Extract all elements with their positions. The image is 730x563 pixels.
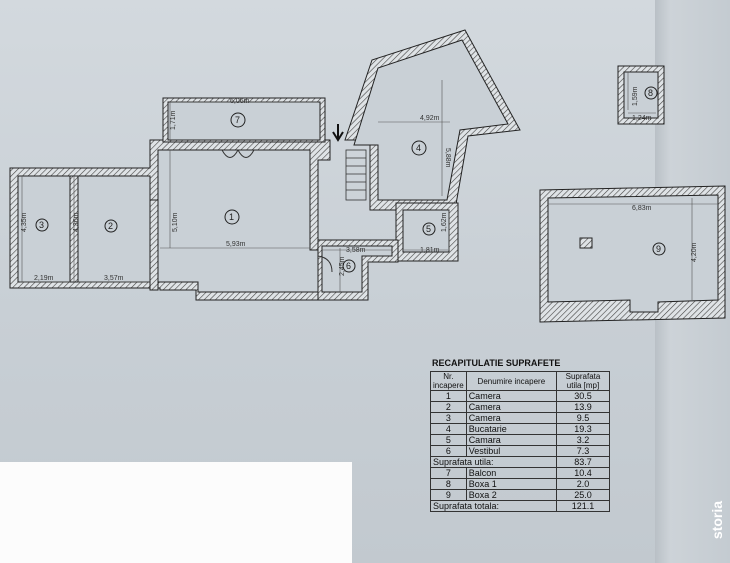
room-marker-2: 2 (104, 219, 118, 233)
box-9-interior (547, 194, 719, 313)
dim-room2-width: 3,57m (104, 275, 124, 282)
dim-balcony-width: 6,06m (230, 98, 250, 105)
room-marker-7: 7 (230, 112, 246, 128)
box-8-interior (623, 71, 659, 119)
room-markers: 1 2 3 4 5 6 7 8 9 (35, 86, 666, 273)
dim-room2-depth: 4,36m (73, 212, 80, 232)
dimension-labels: 6,06m 1,71m 4,92m 5,88m 5,10m 5,93m 4,35… (21, 86, 698, 282)
svg-text:6: 6 (346, 261, 351, 271)
room-marker-9: 9 (652, 242, 666, 256)
room-marker-8: 8 (644, 86, 658, 100)
area-summary-table: Nr. incapere Denumire incapere Suprafata… (430, 371, 610, 512)
room-marker-3: 3 (35, 218, 49, 232)
room-marker-1: 1 (224, 209, 240, 225)
storia-watermark: storia (709, 500, 725, 540)
room-marker-6: 6 (342, 259, 356, 273)
wall-partition-2-1 (149, 199, 159, 291)
dim-room1-width: 5,93m (226, 241, 246, 248)
dim-vestibule-width: 3,58m (346, 247, 366, 254)
dim-balcony-depth: 1,71m (170, 110, 177, 130)
header-name: Denumire incapere (465, 371, 558, 391)
pantry-5-interior (402, 209, 450, 253)
table-header-row: Nr. incapere Denumire incapere Suprafata… (430, 371, 610, 391)
room-marker-5: 5 (422, 222, 436, 236)
dim-box8-depth: 1,59m (632, 86, 639, 106)
dim-box9-width: 6,83m (632, 205, 652, 212)
svg-text:3: 3 (39, 220, 44, 230)
entry-arrow-icon (332, 124, 344, 142)
redacted-area (0, 462, 352, 563)
area-summary-title: RECAPITULATIE SUPRAFETE (432, 358, 561, 368)
dim-room3-depth: 4,35m (21, 212, 28, 232)
dimension-lines (20, 72, 718, 300)
box-9-pillar (579, 237, 593, 249)
svg-text:2: 2 (108, 221, 113, 231)
dim-room1-depth: 5,10m (172, 212, 179, 232)
dim-box9-depth: 4,20m (691, 242, 698, 262)
dim-pantry-width: 1,81m (420, 247, 440, 254)
header-nr: Nr. incapere (430, 371, 467, 391)
dim-room3-width: 2,19m (34, 275, 54, 282)
kitchen-4-interior (353, 39, 509, 201)
subtotal-row: Suprafata utila:83.7 (430, 456, 610, 468)
svg-text:9: 9 (656, 244, 661, 254)
svg-text:1: 1 (229, 212, 234, 222)
svg-text:7: 7 (235, 115, 240, 125)
stairs (345, 149, 367, 201)
svg-text:8: 8 (648, 88, 653, 98)
dim-kitchen-width: 4,92m (420, 115, 440, 122)
vestibule-6-interior (321, 245, 393, 293)
header-area: Suprafata utila [mp] (556, 371, 610, 391)
area-summary: RECAPITULATIE SUPRAFETE Nr. incapere Den… (430, 358, 610, 512)
svg-text:5: 5 (426, 224, 431, 234)
svg-text:4: 4 (416, 143, 421, 153)
door-vestibule (317, 255, 333, 273)
dim-pantry-depth: 1,62m (441, 212, 448, 232)
dim-box8-width: 1,24m (632, 115, 652, 122)
balcony-7-interior (167, 101, 321, 141)
dim-vestibule-depth: 2,45m (339, 256, 346, 276)
room-marker-4: 4 (411, 140, 427, 156)
dim-kitchen-depth: 5,88m (444, 148, 451, 168)
total-row: Suprafata totala:121.1 (430, 500, 610, 512)
door-balcony (221, 149, 255, 158)
